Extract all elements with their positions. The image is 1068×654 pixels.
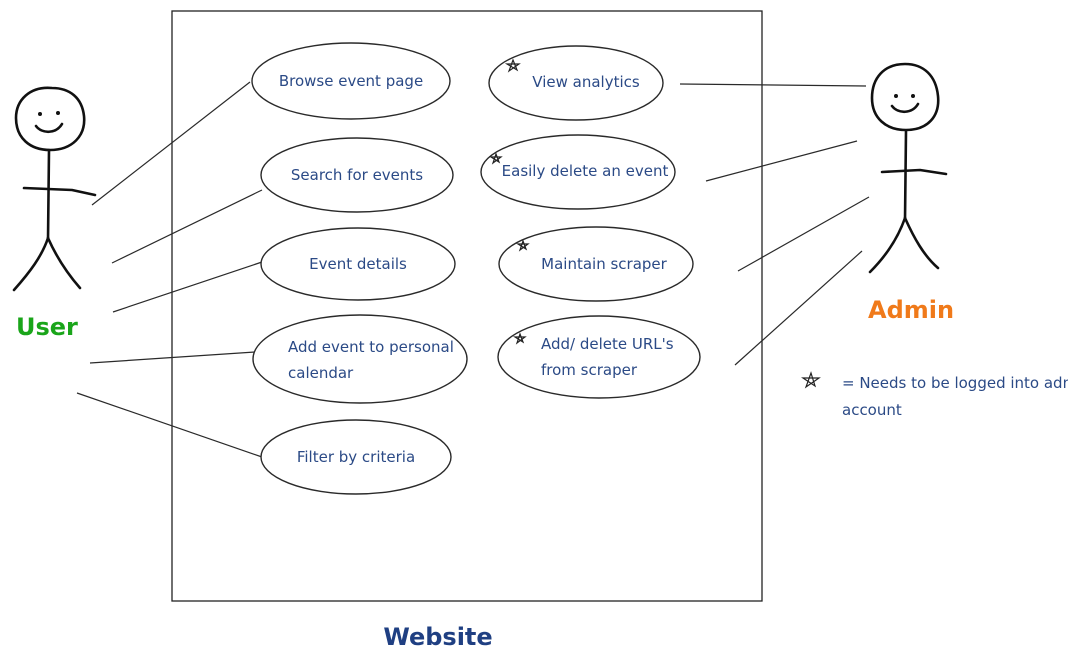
use-case-add-delete-url[interactable]: Add/ delete URL's from scraper [497, 315, 701, 399]
star-icon [504, 58, 521, 73]
admin-actor-figure [868, 62, 948, 274]
user-actor-figure [12, 86, 97, 292]
use-case-maintain-scraper[interactable]: Maintain scraper [498, 226, 694, 302]
assoc-admin-delete-event [705, 140, 858, 182]
assoc-admin-scraper [737, 196, 870, 272]
assoc-user-details [112, 261, 263, 313]
legend-text-line-1: = Needs to be logged into admin [842, 374, 1068, 392]
star-icon [512, 332, 527, 345]
star-icon [515, 239, 530, 252]
admin-actor-label: Admin [868, 296, 954, 324]
assoc-user-search [111, 189, 263, 264]
use-case-label-line-2: calendar [288, 364, 354, 382]
assoc-admin-urls [734, 250, 863, 366]
use-case-label-line-1: Add/ delete URL's [541, 335, 674, 353]
use-case-browse-event-page[interactable]: Browse event page [251, 42, 451, 120]
use-case-label: Maintain scraper [541, 255, 667, 273]
use-case-label: Event details [309, 255, 407, 273]
assoc-user-filter [76, 392, 263, 458]
use-case-easily-delete-event[interactable]: Easily delete an event [480, 134, 676, 210]
use-case-label: View analytics [532, 73, 640, 91]
system-label: Website [383, 623, 492, 651]
star-icon [801, 371, 821, 389]
use-case-add-event-to-calendar[interactable]: Add event to personal calendar [252, 314, 468, 404]
system-boundary [171, 10, 763, 602]
use-case-label: Filter by criteria [297, 448, 415, 466]
use-case-filter-by-criteria[interactable]: Filter by criteria [260, 419, 452, 495]
legend: = Needs to be logged into admin account [801, 371, 1068, 419]
use-case-search-for-events[interactable]: Search for events [260, 137, 454, 213]
use-case-view-analytics[interactable]: View analytics [488, 45, 664, 121]
assoc-user-browse [91, 81, 251, 206]
use-case-label-line-1: Add event to personal [288, 338, 454, 356]
use-case-label: Search for events [291, 166, 423, 184]
legend-text-line-2: account [842, 401, 902, 419]
assoc-user-add-calendar [89, 351, 256, 364]
user-actor-label: User [16, 313, 78, 341]
assoc-admin-analytics [679, 83, 867, 87]
use-case-event-details[interactable]: Event details [260, 227, 456, 301]
admin-associations [679, 83, 870, 366]
star-icon [488, 152, 503, 165]
use-case-label: Easily delete an event [502, 162, 669, 180]
user-associations [76, 81, 263, 458]
use-case-label-line-2: from scraper [541, 361, 638, 379]
use-case-label: Browse event page [279, 72, 423, 90]
